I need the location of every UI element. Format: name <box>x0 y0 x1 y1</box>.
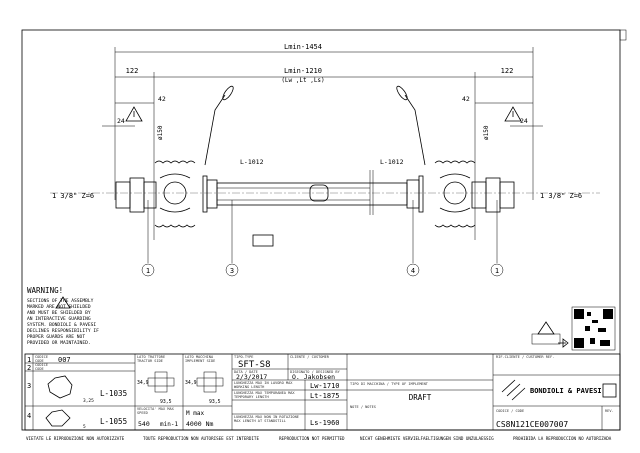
spline-right: 1 3/8" Z=6 <box>540 192 582 200</box>
code-label: CODICE / CODE <box>496 409 524 413</box>
rev-label: REV. <box>605 409 614 413</box>
bondioli-pavesi-logo: BONDIOLI & PAVESI <box>501 379 617 401</box>
implement-side-d2: 93,5 <box>209 399 221 405</box>
warning-line: SYSTEM. BONDIOLI & PAVESI <box>27 322 96 328</box>
footer-text: TOUTE REPRODUCTION NON AUTORISEE EST INT… <box>143 436 259 441</box>
lw-label: LUNGHEZZA MAX IN LAVORO MAX WORKING LENG… <box>234 381 293 389</box>
balloon: 1 <box>495 267 499 275</box>
footer-text: VIETATE LE RIPRODUZIONI NON AUTORIZZATE <box>26 436 125 441</box>
designer-value: O. Jakobsen <box>292 373 335 381</box>
warning-line: DECLINES RESPONSIBILITY IF <box>27 328 99 334</box>
code-2-label: CODICE CODE <box>35 363 48 371</box>
warning-notice: WARNING! SECTIONS OF THE ASSEMBLY MARKED… <box>27 286 99 346</box>
warning-title: WARNING! <box>27 286 63 295</box>
warning-line: PROPER GUARDS ARE NOT <box>27 334 85 340</box>
tube-length-right: L-1012 <box>380 158 404 166</box>
tube-4-length: L-1055 <box>100 417 127 426</box>
tube-profile-4 <box>45 409 71 427</box>
date-label: DATA / DATE <box>234 370 258 374</box>
balloon: 1 <box>146 267 150 275</box>
max-torque: 4000 Nm <box>186 420 213 428</box>
tube-profile-3 <box>47 375 73 399</box>
warning-line: AND MUST BE SHIELDED BY <box>27 310 91 316</box>
dim-total: Lmin-1454 <box>284 43 322 51</box>
dim-right-122: 122 <box>501 67 514 75</box>
client-label: CLIENTE / CUSTOMER <box>290 355 330 359</box>
footer-text: PROHIBIDA LA REPRODUCCION NO AUTORIZADA <box>513 436 612 441</box>
dim-left-122: 122 <box>126 67 139 75</box>
footer-text: NICHT GENEHMIGTE VERVIELFAELTIGUNGEN SIN… <box>360 436 494 441</box>
tractor-side-d1: 34,9 <box>137 380 149 386</box>
row-number: 4 <box>27 412 31 420</box>
ls-label: LUNGHEZZA MAX NON IN ROTAZIONE MAX LENGT… <box>234 415 299 423</box>
manual-icon <box>531 321 561 345</box>
dim-right-24: 24 <box>520 117 528 125</box>
implement-type-value: DRAFT <box>409 393 432 402</box>
date-value: 2/3/2017 <box>236 373 267 381</box>
title-block: 1 CODICE CODE 007 2 CODICE CODE 3 L-1035… <box>24 353 621 431</box>
max-speed-unit: min-1 <box>160 421 178 428</box>
tube-3-thickness: 3,25 <box>83 398 94 404</box>
balloons: 1 3 4 1 <box>141 200 504 277</box>
dim-right-42: 42 <box>462 95 470 103</box>
logo-text: BONDIOLI & PAVESI <box>530 387 602 395</box>
balloon: 4 <box>411 267 415 275</box>
tractor-side-label: LATO TRATTORE TRACTOR SIDE <box>137 355 166 363</box>
lt-label: LUNGHEZZA MAX TEMPORANEA MAX TEMPORARY L… <box>234 391 295 399</box>
dim-inner-sub: (Lw ,Lt ,Ls) <box>281 77 324 84</box>
warning-line: PROVIDED OR MAINTAINED. <box>27 340 91 346</box>
warning-line: AN INTERACTIVE GUARDING <box>27 316 91 322</box>
dim-inner: Lmin-1210 <box>284 67 322 75</box>
designer-label: DISEGNATO / DESIGNED BY <box>290 370 341 374</box>
row-number: 3 <box>27 382 31 390</box>
footer-text: REPRODUCTION NOT PERMITTED <box>279 436 345 441</box>
type-value: SFT-S8 <box>238 360 271 370</box>
code-1-value: 007 <box>58 356 71 364</box>
dim-right-diameter: ø150 <box>483 125 490 140</box>
implement-type-label: TIPO DI MACCHINA / TYPE OF IMPLEMENT <box>350 382 429 386</box>
type-label: TIPO-TYPE <box>234 355 253 359</box>
dimensions: Lmin-1454 Lmin-1210 (Lw ,Lt ,Ls) 122 122… <box>102 43 543 240</box>
dim-left-diameter: ø150 <box>157 125 164 140</box>
code-1-label: CODICE CODE <box>35 354 48 363</box>
pto-shaft-drawing <box>50 85 600 247</box>
warning-icon <box>125 106 143 122</box>
implement-side-d1: 34,9 <box>185 380 197 386</box>
implement-side-label: LATO MACCHINA IMPLEMENT SIDE <box>185 355 216 363</box>
ls-value: Ls-1960 <box>310 419 340 427</box>
arrow-right-icon <box>558 338 569 348</box>
warning-icon <box>504 106 522 122</box>
row-number: 1 <box>27 356 31 364</box>
tube-4-thickness: 5 <box>83 424 86 430</box>
max-speed: 540 <box>138 420 150 428</box>
tube-length-left: L-1012 <box>240 158 264 166</box>
notes-label: NOTE / NOTES <box>350 405 376 409</box>
footer-notice: VIETATE LE RIPRODUZIONI NON AUTORIZZATE … <box>26 436 612 441</box>
max-torque-label: M max <box>186 410 204 417</box>
row-number: 2 <box>27 364 31 372</box>
max-speed-label: VELOCITA' MAX MAX SPEED <box>137 407 174 415</box>
spline-left: 1 3/8" Z=6 <box>52 192 94 200</box>
code-value: CS8N121CE007007 <box>496 420 568 429</box>
warning-icon <box>55 296 71 309</box>
tube-3-length: L-1035 <box>100 389 127 398</box>
warning-line: MARKED ARE NOT SHIELDED <box>27 304 91 310</box>
dim-left-42: 42 <box>158 95 166 103</box>
balloon: 3 <box>230 267 234 275</box>
client-ref-label: RIF.CLIENTE / CUSTOMER REF. <box>496 355 554 359</box>
lw-value: Lw-1710 <box>310 382 340 390</box>
qr-code <box>571 306 616 351</box>
lt-value: Lt-1875 <box>310 392 340 400</box>
tractor-side-d2: 93,5 <box>160 399 172 405</box>
dim-left-24: 24 <box>117 117 125 125</box>
